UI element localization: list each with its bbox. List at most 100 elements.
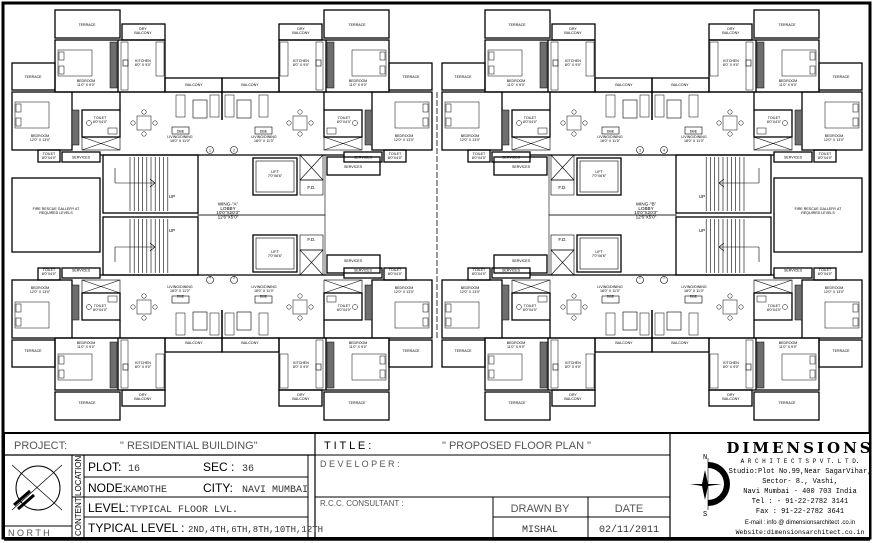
terrace-label: TERRACE <box>402 75 420 79</box>
dining-chair <box>582 304 588 310</box>
flat-number-circle <box>206 146 214 154</box>
lift-car <box>579 160 619 193</box>
dining-chair <box>141 109 147 115</box>
terrace-label: TERRACE <box>24 349 42 353</box>
washbasin <box>326 127 337 135</box>
sofa <box>209 312 220 336</box>
wc <box>782 304 788 310</box>
pillow <box>488 65 495 75</box>
services-label: SERVICES <box>72 269 91 273</box>
dining-chair <box>582 120 588 126</box>
side-terrace <box>11 339 56 368</box>
dining-chair <box>141 293 147 299</box>
plan-line <box>323 136 363 151</box>
services-label: SERVICES <box>502 269 521 273</box>
firm-address-line: Sector- 8., Vashi, <box>762 478 838 486</box>
wc <box>86 304 92 310</box>
kitchen-counter <box>155 353 165 389</box>
terrace-label: TERRACE <box>832 75 850 79</box>
wardrobe <box>794 284 803 321</box>
dining-chair <box>727 109 733 115</box>
services <box>326 156 381 176</box>
firm-fax: Fax : 91-22-2782 3641 <box>756 508 844 516</box>
flat-number-circle <box>230 146 238 154</box>
plan-line <box>149 178 156 184</box>
services <box>61 267 101 279</box>
svg-text:E: E <box>724 484 728 492</box>
plan-line <box>299 249 324 276</box>
firm-website: Website:dimensionsarchitect.co.in <box>736 529 865 536</box>
location-vertical-label: LOCATION <box>74 455 83 496</box>
wardrobe <box>794 109 803 146</box>
washbasin <box>537 295 548 303</box>
flat-number: 1 <box>209 149 211 153</box>
dining-chair <box>308 304 314 310</box>
fd-label: F.D. <box>307 185 315 190</box>
firm-phone: Tel : - 91-22-2782 3141 <box>752 498 849 506</box>
dining-chair <box>571 293 577 299</box>
plan-line <box>718 178 725 184</box>
drawn-by-value: MISHAL <box>522 525 558 536</box>
plan-line <box>718 242 725 248</box>
firm-address-line: Studio:Plot No.99,Near SagarVihar, <box>729 468 872 476</box>
drawn-by-label: DRAWN BY <box>511 503 571 515</box>
plan-line <box>149 182 156 188</box>
dining-chair <box>727 293 733 299</box>
flat-number: 2 <box>639 276 641 280</box>
terrace-label: TERRACE <box>508 401 526 405</box>
toilet <box>383 267 407 281</box>
dbe-box <box>601 295 620 304</box>
sofa <box>688 312 699 336</box>
shaft <box>753 279 793 294</box>
date-label: DATE <box>615 503 644 515</box>
sofa <box>209 94 220 118</box>
washbasin <box>756 295 767 303</box>
dbe-box <box>601 126 620 135</box>
side-terrace <box>11 62 56 91</box>
sofa <box>258 312 269 336</box>
plan-line <box>323 279 363 294</box>
dining-chair <box>141 131 147 137</box>
dining-chair <box>738 120 744 126</box>
dbe-label: DBE <box>260 295 268 299</box>
flat-number: 1 <box>663 276 665 280</box>
pillow <box>58 355 65 365</box>
fire-duct <box>299 234 324 251</box>
pillow <box>422 317 429 327</box>
sofa <box>639 94 650 118</box>
date-value: 02/11/2011 <box>599 524 659 536</box>
pillow <box>852 303 859 313</box>
plan-line <box>149 242 156 248</box>
services-label: SERVICES <box>354 269 373 273</box>
pillow <box>809 51 816 61</box>
sec-label: SEC : <box>203 460 234 474</box>
dining-chair <box>297 131 303 137</box>
wardrobe <box>71 284 80 321</box>
plan-line <box>81 136 121 151</box>
terrace-label: TERRACE <box>402 349 420 353</box>
sofa <box>175 94 186 118</box>
dining-chair <box>571 315 577 321</box>
terrace-label: TERRACE <box>454 75 472 79</box>
sofa <box>688 94 699 118</box>
pillow <box>15 303 22 313</box>
flat-number-circle <box>206 276 214 284</box>
flat-number: 3 <box>233 276 235 280</box>
dbe-box <box>684 295 703 304</box>
dining-chair <box>727 315 733 321</box>
fire-duct <box>550 179 575 196</box>
wardrobe <box>501 284 510 321</box>
fire-rescue-gallery <box>773 177 863 253</box>
